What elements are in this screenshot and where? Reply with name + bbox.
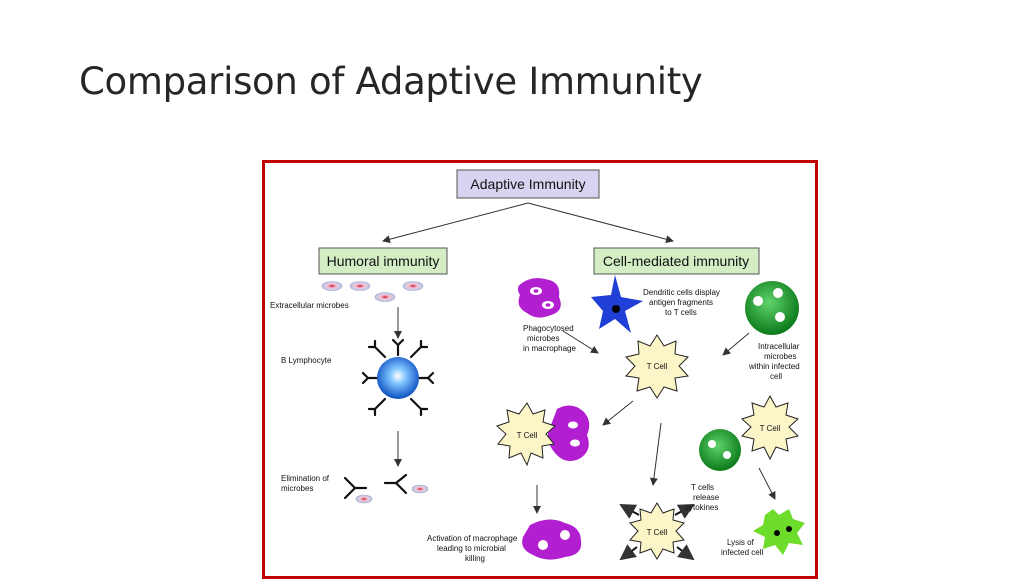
t-cell-left-label: T Cell xyxy=(517,431,538,440)
arrow-tcell-cytokines xyxy=(649,422,662,486)
arrow-infected-tcell xyxy=(722,332,750,356)
t-cell-central-icon: T Cell xyxy=(625,334,689,399)
macrophage-icon xyxy=(517,278,561,318)
extracellular-microbes-icon xyxy=(321,281,424,302)
arrow-tcell-macrophage-activation xyxy=(602,400,634,426)
phagocytosed-label-line1: Phagocytosed xyxy=(523,324,574,333)
b-lymphocyte-label: B Lymphocyte xyxy=(281,356,332,365)
t-cell-macrophage-icon: T Cell xyxy=(496,402,590,467)
t-cell-central-label: T Cell xyxy=(647,362,668,371)
cell-mediated-label: Cell-mediated immunity xyxy=(603,253,749,269)
arrow-macrophage-tcell xyxy=(562,330,599,354)
root-node: Adaptive Immunity xyxy=(456,169,600,199)
activation-label-line1: Activation of macrophage xyxy=(427,534,518,543)
dendritic-label-line2: antigen fragments xyxy=(649,298,713,307)
root-label: Adaptive Immunity xyxy=(470,176,585,192)
release-label-line3: cytokines xyxy=(685,503,718,512)
intracellular-label-line3: within infected xyxy=(748,362,800,371)
arrow-lysis xyxy=(758,467,776,500)
t-cell-cytokine-icon: T Cell xyxy=(619,502,695,561)
infected-cell-icon xyxy=(745,281,799,335)
t-cell-infected-icon: T Cell xyxy=(699,394,799,471)
elimination-label-line1: Elimination of xyxy=(281,474,330,483)
activation-label-line2: leading to microbial xyxy=(437,544,506,553)
antibody-microbe-icon xyxy=(343,473,429,504)
phagocytosed-label-line2: microbes xyxy=(527,334,559,343)
t-cell-right-label: T Cell xyxy=(760,424,781,433)
phagocytosed-label-line3: in macrophage xyxy=(523,344,576,353)
cell-mediated-node: Cell-mediated immunity xyxy=(593,247,760,275)
arrow-root-cell xyxy=(527,202,674,244)
diagram-frame: Adaptive Immunity Humoral immunity Cell-… xyxy=(262,160,818,579)
extracellular-label: Extracellular microbes xyxy=(270,301,349,310)
intracellular-label-line2: microbes xyxy=(764,352,796,361)
release-label-line1: T cells xyxy=(691,483,714,492)
release-label-line2: release xyxy=(693,493,720,502)
t-cell-cytokine-label: T Cell xyxy=(647,528,668,537)
activation-label-line3: killing xyxy=(465,554,485,563)
arrow-root-humoral xyxy=(382,202,529,244)
intracellular-label-line1: Intracellular xyxy=(758,342,800,351)
dendritic-cell-icon xyxy=(591,275,643,333)
slide-title: Comparison of Adaptive Immunity xyxy=(79,60,703,103)
dendritic-label-line3: to T cells xyxy=(665,308,697,317)
activated-macrophage-icon xyxy=(522,519,582,560)
humoral-label: Humoral immunity xyxy=(327,253,440,269)
b-lymphocyte-icon xyxy=(361,338,435,417)
elimination-label-line2: microbes xyxy=(281,484,313,493)
humoral-node: Humoral immunity xyxy=(318,247,448,275)
lysis-label-line2: infected cell xyxy=(721,548,763,557)
lysed-cell-icon xyxy=(753,509,805,555)
intracellular-label-line4: cell xyxy=(770,372,782,381)
dendritic-label-line1: Dendritic cells display xyxy=(643,288,720,297)
adaptive-immunity-diagram: Adaptive Immunity Humoral immunity Cell-… xyxy=(270,169,805,563)
lysis-label-line1: Lysis of xyxy=(727,538,755,547)
